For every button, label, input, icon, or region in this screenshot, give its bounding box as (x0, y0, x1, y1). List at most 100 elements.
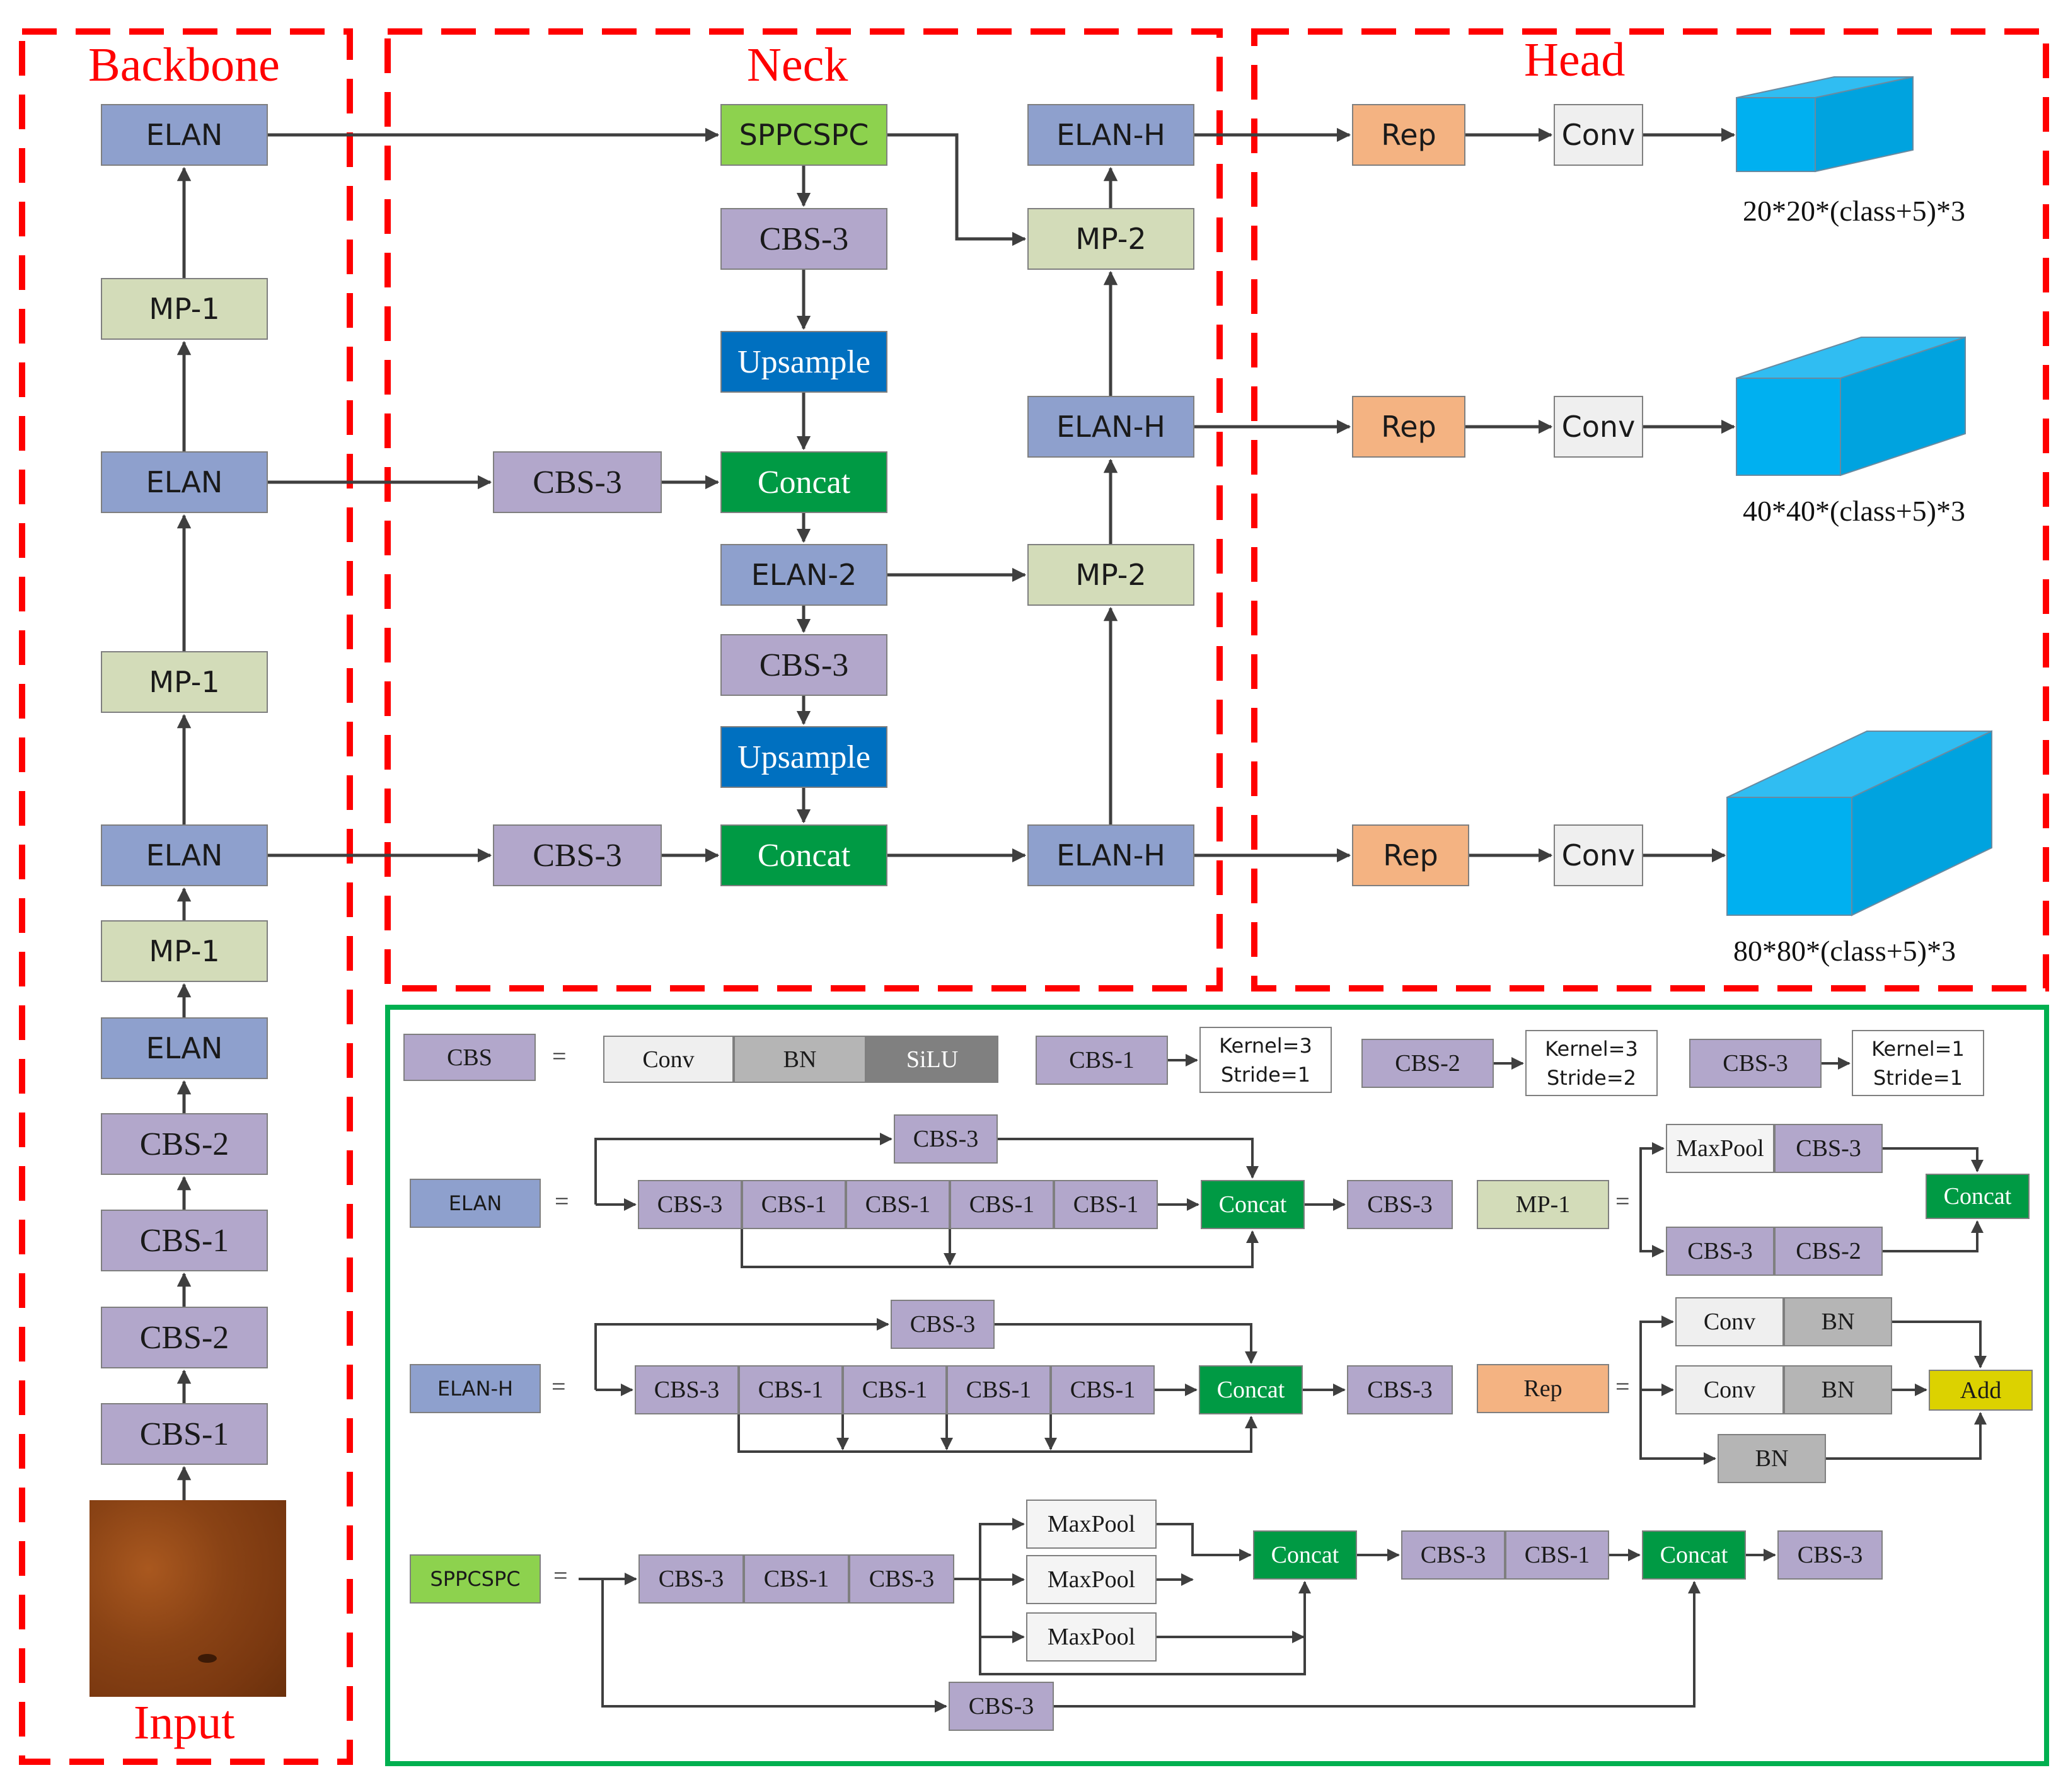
legend-spp-chain2-0: CBS-3 (1401, 1530, 1505, 1580)
legend-spp-maxpool-1: MaxPool (1026, 1500, 1157, 1549)
legend-cbs1-params: Kernel=3 Stride=1 (1199, 1027, 1332, 1093)
legend-rep-bn-2: BN (1784, 1365, 1892, 1414)
legend-cbs2-kernel: Kernel=3 (1545, 1036, 1638, 1061)
legend-eq-sppcspc: = (553, 1561, 568, 1590)
neck-cbs3-b: CBS-3 (720, 634, 887, 696)
legend-rep: Rep (1477, 1364, 1609, 1413)
legend-elan-concat: Concat (1201, 1180, 1305, 1229)
legend-rep-bn-1: BN (1784, 1297, 1892, 1346)
legend-mp1-maxpool: MaxPool (1666, 1124, 1774, 1173)
legend-spp-maxpool-2: MaxPool (1026, 1555, 1157, 1604)
legend-cbs2-params: Kernel=3 Stride=2 (1525, 1030, 1658, 1096)
backbone-elan-3: ELAN (101, 451, 268, 513)
legend-cbs1: CBS-1 (1036, 1036, 1168, 1085)
legend-elan-chain-0: CBS-3 (638, 1180, 742, 1229)
input-title: Input (134, 1696, 235, 1749)
backbone-mp1-3: MP-1 (101, 278, 268, 340)
legend-spp-out-cbs3: CBS-3 (1777, 1530, 1883, 1580)
neck-elanh-top: ELAN-H (1027, 104, 1194, 166)
output-cube-1 (1736, 76, 1914, 173)
legend-spp-concat-2: Concat (1642, 1530, 1746, 1580)
legend-elanh-out-cbs3: CBS-3 (1347, 1365, 1453, 1414)
legend-mp1-top-cbs3: CBS-3 (1774, 1124, 1883, 1173)
neck-mp2-top: MP-2 (1027, 208, 1194, 270)
legend-elanh-chain-4: CBS-1 (1051, 1365, 1155, 1414)
backbone-cbs1-1: CBS-1 (101, 1403, 268, 1465)
head-rep-1: Rep (1352, 104, 1465, 166)
legend-elanh: ELAN-H (410, 1364, 541, 1413)
neck-elan2: ELAN-2 (720, 544, 887, 606)
legend-elan-branch-cbs3: CBS-3 (894, 1114, 998, 1164)
backbone-cbs2-1: CBS-2 (101, 1307, 268, 1368)
backbone-cbs2-2: CBS-2 (101, 1113, 268, 1175)
legend-eq-cbs: = (552, 1042, 567, 1070)
legend-elan: ELAN (410, 1179, 541, 1228)
legend-rep-add: Add (1929, 1370, 2033, 1411)
defect-spot (198, 1654, 217, 1663)
legend-spp-chain-1: CBS-1 (744, 1554, 849, 1604)
legend-spp-maxpool-3: MaxPool (1026, 1612, 1157, 1662)
backbone-mp1-1: MP-1 (101, 920, 268, 982)
legend-mp1-concat: Concat (1926, 1174, 2030, 1219)
output-cube-2 (1736, 336, 1966, 477)
input-image (90, 1500, 286, 1697)
legend-rep-conv-1: Conv (1675, 1297, 1784, 1346)
legend-cbs: CBS (403, 1034, 536, 1081)
legend-rep-conv-2: Conv (1675, 1365, 1784, 1414)
legend-frame (385, 1005, 2049, 1766)
neck-lateral-cbs3-b: CBS-3 (493, 824, 662, 886)
neck-concat-a: Concat (720, 451, 887, 513)
legend-cbs3-kernel: Kernel=1 (1871, 1036, 1965, 1061)
backbone-mp1-2: MP-1 (101, 651, 268, 713)
legend-spp-concat-1: Concat (1253, 1530, 1357, 1580)
neck-mp2-mid: MP-2 (1027, 544, 1194, 606)
legend-eq-elanh: = (552, 1372, 566, 1401)
legend-elan-chain-1: CBS-1 (742, 1180, 846, 1229)
legend-eq-mp1: = (1615, 1187, 1630, 1215)
head-output-cubes (1726, 76, 1992, 916)
legend-sppcspc: SPPCSPC (410, 1554, 541, 1604)
legend-eq-elan: = (555, 1187, 569, 1215)
head-output-label-2: 40*40*(class+5)*3 (1743, 495, 1965, 527)
legend-mp1-bot-cbs2: CBS-2 (1774, 1227, 1883, 1276)
legend-cbs3: CBS-3 (1689, 1039, 1822, 1088)
legend-mp1-bot-cbs3: CBS-3 (1666, 1227, 1774, 1276)
neck-frame (384, 28, 1223, 991)
legend-mp1: MP-1 (1477, 1180, 1609, 1229)
backbone-frame (19, 28, 353, 1765)
legend-elan-out-cbs3: CBS-3 (1347, 1180, 1453, 1229)
head-rep-3: Rep (1352, 824, 1469, 886)
head-conv-3: Conv (1554, 824, 1643, 886)
head-frame (1251, 28, 2049, 991)
legend-cbs1-stride: Stride=1 (1220, 1062, 1311, 1087)
legend-elan-chain-3: CBS-1 (950, 1180, 1054, 1229)
neck-upsample-b: Upsample (720, 726, 887, 788)
head-conv-2: Conv (1554, 396, 1643, 458)
head-rep-2: Rep (1352, 396, 1465, 458)
legend-spp-chain-0: CBS-3 (638, 1554, 744, 1604)
legend-spp-chain2-1: CBS-1 (1505, 1530, 1609, 1580)
legend-eq-rep: = (1615, 1372, 1630, 1401)
legend-elanh-concat: Concat (1199, 1365, 1303, 1414)
neck-elanh-bot: ELAN-H (1027, 824, 1194, 886)
legend-elanh-branch-cbs3: CBS-3 (891, 1300, 995, 1349)
legend-cbs2: CBS-2 (1361, 1039, 1494, 1088)
neck-sppcspc: SPPCSPC (720, 104, 887, 166)
legend-cbs3-params: Kernel=1 Stride=1 (1852, 1030, 1984, 1096)
head-output-label-3: 80*80*(class+5)*3 (1733, 935, 1956, 967)
legend-elan-chain-4: CBS-1 (1054, 1180, 1158, 1229)
legend-cbs-silu: SiLU (866, 1036, 998, 1083)
legend-spp-branch-cbs3: CBS-3 (949, 1682, 1054, 1731)
legend-elanh-chain-0: CBS-3 (635, 1365, 739, 1414)
output-cube-3 (1726, 730, 1992, 916)
backbone-elan-4: ELAN (101, 104, 268, 166)
legend-spp-chain-2: CBS-3 (849, 1554, 954, 1604)
backbone-title: Backbone (88, 38, 280, 91)
legend-elanh-chain-1: CBS-1 (739, 1365, 843, 1414)
head-title: Head (1524, 33, 1626, 86)
backbone-cbs1-2: CBS-1 (101, 1210, 268, 1271)
legend-cbs2-stride: Stride=2 (1546, 1065, 1637, 1090)
neck-elanh-mid: ELAN-H (1027, 396, 1194, 458)
